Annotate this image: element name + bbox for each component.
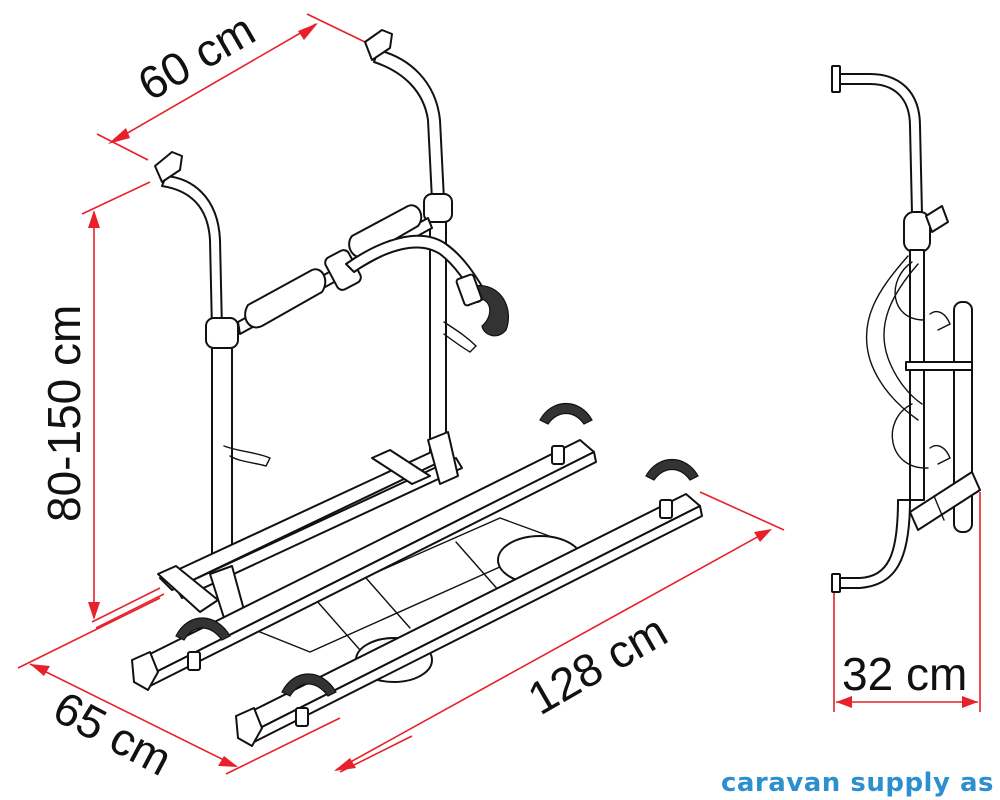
dimension-label-32cm: 32 cm [842, 648, 967, 700]
dimension-60cm: 60 cm [96, 3, 366, 161]
dimension-32cm: 32 cm [833, 492, 981, 712]
wheel-rail-rear [235, 459, 703, 747]
dimension-label-80-150cm: 80-150 cm [38, 305, 90, 522]
perspective-view [131, 29, 703, 747]
left-upright [154, 151, 271, 583]
dimension-label-128cm: 128 cm [519, 604, 676, 724]
side-view [831, 65, 981, 593]
dimension-label-60cm: 60 cm [129, 3, 263, 111]
dimension-label-65cm: 65 cm [45, 681, 180, 786]
wheel-rail-front [131, 403, 597, 691]
right-upright [364, 29, 477, 461]
cross-bar [237, 204, 433, 335]
frame-arm [345, 234, 510, 337]
brand-watermark: caravan supply as [720, 768, 994, 798]
dimension-80-150cm: 80-150 cm [38, 181, 165, 629]
